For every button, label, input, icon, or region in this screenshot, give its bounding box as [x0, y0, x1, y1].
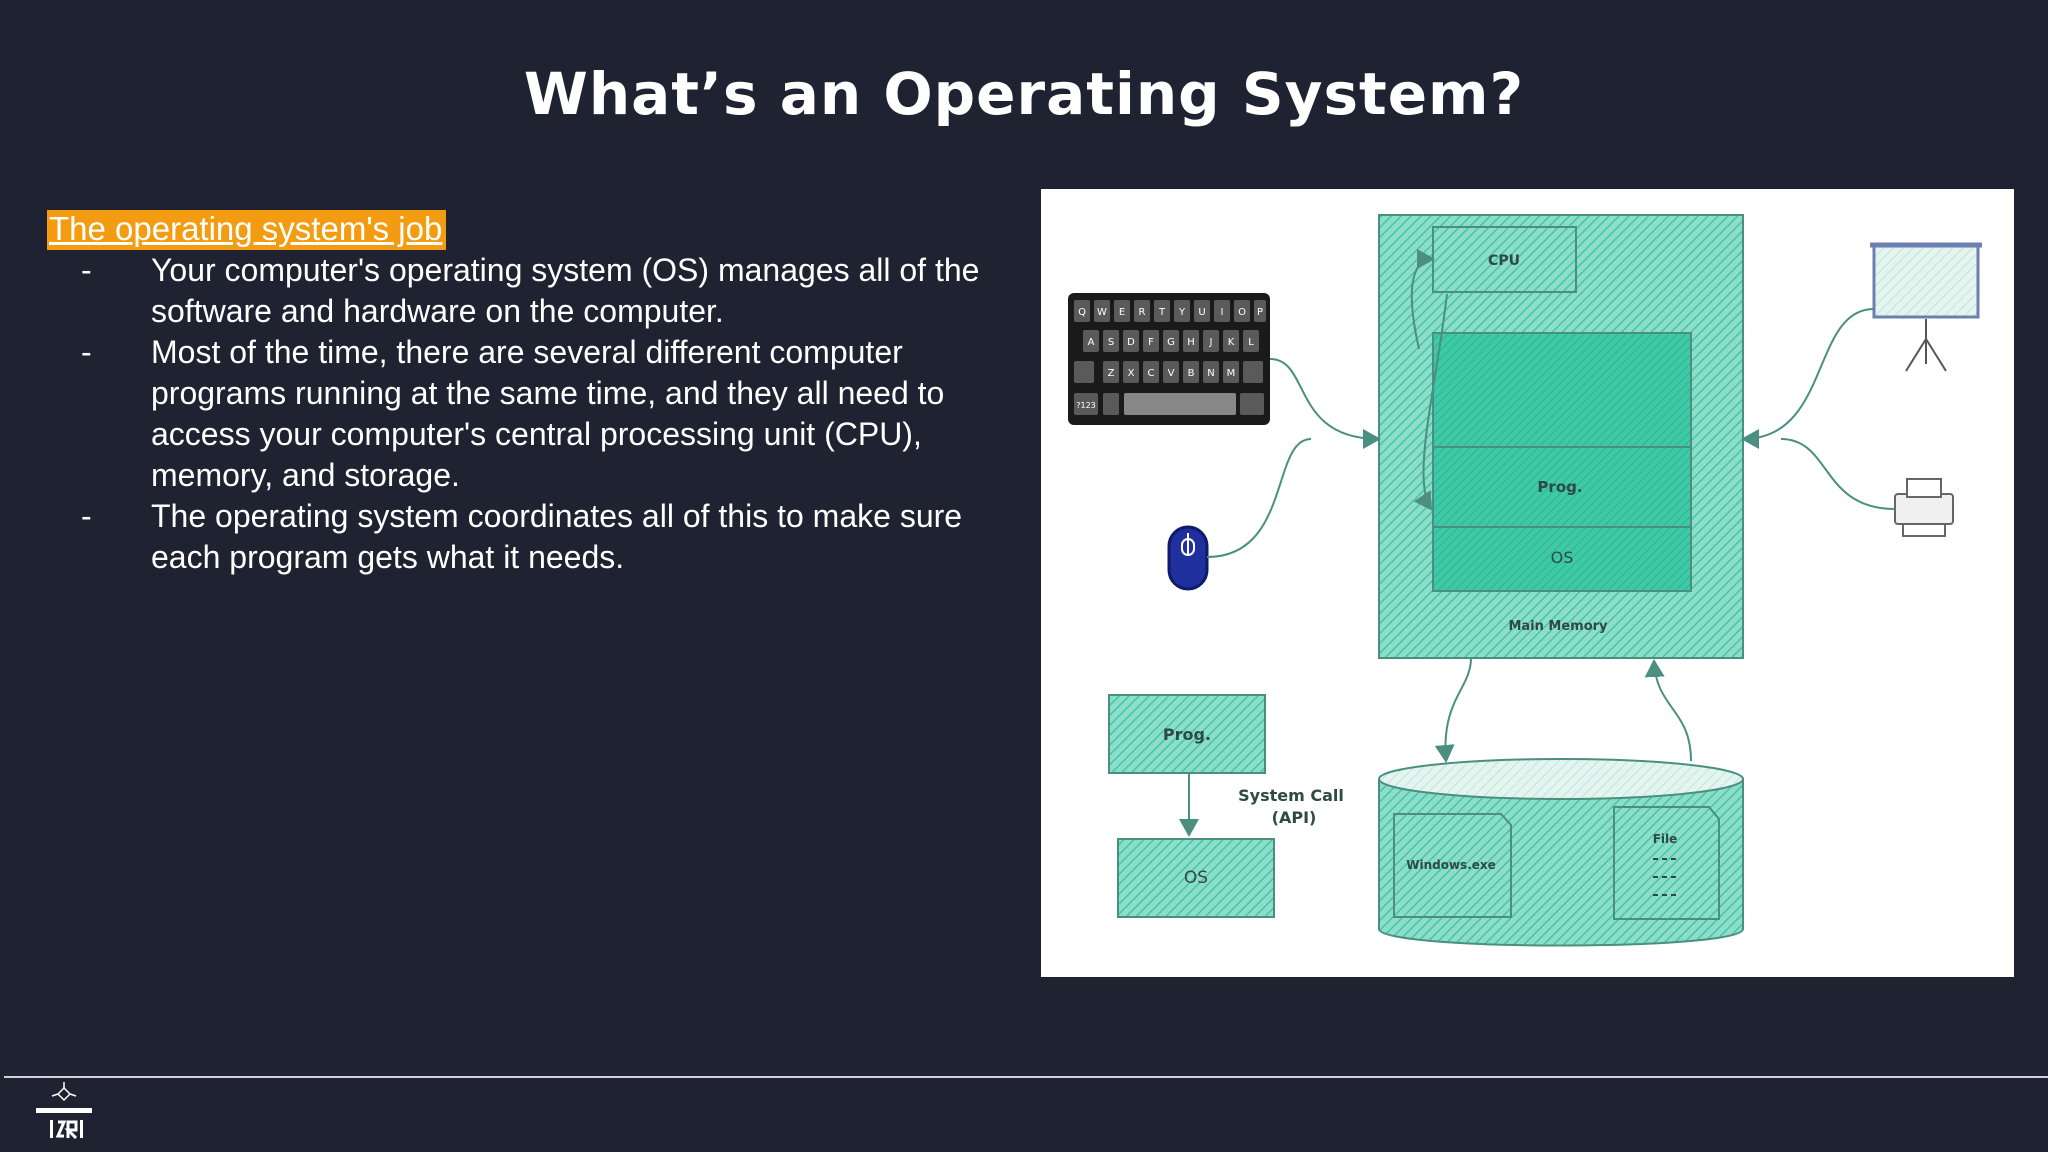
file-label: File	[1653, 832, 1678, 846]
system-call-block	[1108, 694, 1275, 918]
main-memory-block	[1378, 214, 1744, 659]
key-label: Z	[1108, 368, 1115, 379]
key-label: R	[1139, 307, 1146, 318]
key-label: M	[1227, 368, 1236, 379]
key-label: A	[1088, 337, 1095, 348]
footer-divider	[4, 1076, 2048, 1078]
bullet-text: The operating system coordinates all of …	[151, 498, 963, 575]
key-label: C	[1148, 368, 1155, 379]
key-label: T	[1158, 307, 1166, 318]
bullet-marker: -	[81, 252, 92, 288]
key-label: U	[1198, 307, 1205, 318]
slide-title: What’s an Operating System?	[523, 60, 1525, 128]
bullet-marker: -	[81, 334, 92, 370]
bullet-item: - Most of the time, there are several di…	[47, 332, 1007, 496]
syscall-api-label: (API)	[1272, 808, 1317, 827]
key-label: N	[1207, 368, 1214, 379]
bullet-item: - Your computer's operating system (OS) …	[47, 250, 1007, 332]
key-label: Y	[1178, 307, 1186, 318]
windows-exe-label: Windows.exe	[1406, 858, 1496, 872]
key-label: ?123	[1076, 401, 1096, 410]
os-box-label: OS	[1184, 868, 1208, 888]
bullet-text: Most of the time, there are several diff…	[151, 334, 945, 493]
key-label: E	[1119, 307, 1125, 318]
key-label: L	[1248, 337, 1254, 348]
key-label: O	[1238, 307, 1246, 318]
os-diagram-image: CPU Prog. OS Main Memory	[1041, 189, 2014, 977]
key-label: W	[1097, 307, 1107, 318]
bullet-marker: -	[81, 498, 92, 534]
bullet-list: - Your computer's operating system (OS) …	[47, 250, 1007, 578]
projector-screen-icon	[1870, 242, 1982, 372]
key-label: S	[1108, 337, 1114, 348]
cpu-label: CPU	[1488, 253, 1520, 269]
section-heading: The operating system's job	[47, 210, 447, 250]
prog-label: Prog.	[1537, 478, 1582, 496]
main-memory-label: Main Memory	[1508, 619, 1608, 634]
syscall-label: System Call	[1238, 786, 1344, 805]
isri-logo	[28, 1082, 100, 1148]
key-label: K	[1228, 337, 1235, 348]
os-label: OS	[1551, 548, 1574, 567]
key-label: B	[1188, 368, 1195, 379]
mouse-device	[1167, 525, 1209, 591]
key-label: G	[1167, 337, 1175, 348]
bullet-text: Your computer's operating system (OS) ma…	[151, 252, 980, 329]
disk-storage	[1378, 758, 1744, 947]
bullet-item: - The operating system coordinates all o…	[47, 496, 1007, 578]
key-label: V	[1168, 368, 1175, 379]
key-label: X	[1128, 368, 1135, 379]
key-label: Q	[1078, 307, 1086, 318]
key-label: J	[1209, 337, 1213, 348]
key-label: D	[1127, 337, 1135, 348]
keyboard-device: Q W E R T Y U I O P A S D F G H J K L Z	[1068, 293, 1270, 425]
prog-box-label: Prog.	[1163, 725, 1211, 744]
text-content: The operating system's job - Your comput…	[47, 210, 1007, 578]
key-label: F	[1148, 337, 1154, 348]
key-label: I	[1221, 307, 1224, 318]
key-label: H	[1187, 337, 1195, 348]
key-label: P	[1257, 307, 1263, 318]
printer-icon	[1894, 478, 1954, 537]
